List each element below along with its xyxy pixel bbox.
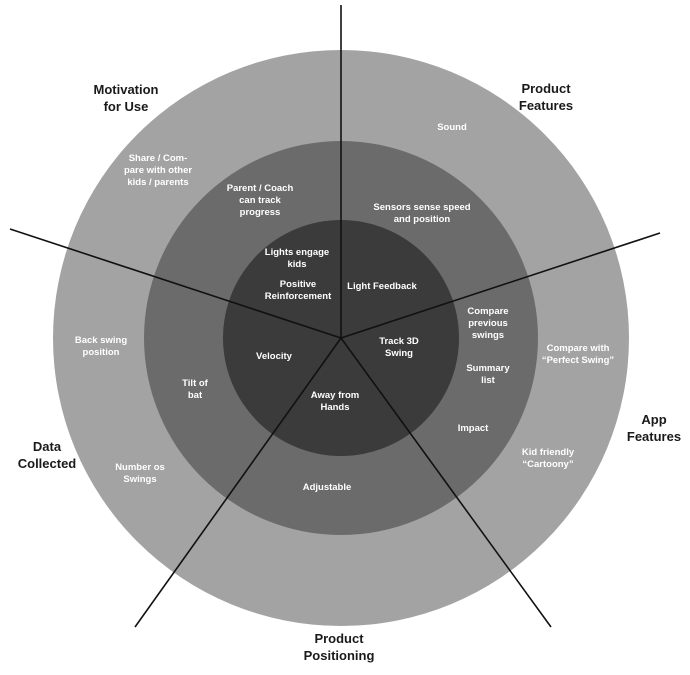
- item-line: Parent / Coach: [227, 183, 294, 194]
- item-line: Reinforcement: [265, 291, 332, 302]
- sector-label-line: Product: [521, 81, 571, 96]
- item-line: Number os: [115, 462, 165, 473]
- item-line: Compare with: [547, 343, 610, 354]
- item-impact: Impact: [458, 423, 489, 434]
- sector-label-line: App: [641, 412, 666, 427]
- sector-label-line: Product: [314, 631, 364, 646]
- sector-label-line: Features: [519, 98, 573, 113]
- sector-label-line: Motivation: [94, 82, 159, 97]
- item-velocity: Velocity: [256, 351, 293, 362]
- item-line: Swing: [385, 348, 413, 359]
- sector-label-motivation: Motivation for Use: [94, 82, 159, 114]
- item-line: Lights engage: [265, 247, 329, 258]
- divider-upper-right: [340, 232, 661, 339]
- item-adjustable: Adjustable: [303, 482, 352, 493]
- sector-dividers: [9, 5, 661, 628]
- item-line: bat: [188, 390, 203, 401]
- divider-lower-left: [134, 337, 342, 628]
- sector-label-line: for Use: [104, 99, 149, 114]
- item-line: kids: [287, 259, 306, 270]
- item-line: Tilt of: [182, 378, 209, 389]
- item-line: can track: [239, 195, 281, 206]
- sector-label-line: Features: [627, 429, 681, 444]
- item-line: Hands: [320, 402, 349, 413]
- sector-label-line: Collected: [18, 456, 77, 471]
- item-line: “Perfect Swing”: [542, 355, 615, 366]
- item-line: Adjustable: [303, 482, 352, 493]
- item-line: Velocity: [256, 351, 293, 362]
- item-line: position: [83, 347, 120, 358]
- sector-label-line: Positioning: [304, 648, 375, 663]
- divider-lower-right: [340, 337, 552, 628]
- item-line: progress: [240, 207, 281, 218]
- item-line: Track 3D: [379, 336, 419, 347]
- divider-upper-left: [9, 228, 342, 339]
- item-line: Share / Com-: [129, 153, 188, 164]
- item-compare-perfect: Compare with“Perfect Swing”: [542, 343, 615, 366]
- item-line: Sound: [437, 122, 467, 133]
- item-line: swings: [472, 330, 504, 341]
- item-line: Summary: [466, 363, 510, 374]
- item-line: list: [481, 375, 496, 386]
- item-line: Away from: [311, 390, 359, 401]
- item-line: Positive: [280, 279, 316, 290]
- item-line: pare with other: [124, 165, 192, 176]
- item-light-feedback: Light Feedback: [347, 281, 417, 292]
- item-line: and position: [394, 214, 451, 225]
- item-kid-friendly: Kid friendly“Cartoony”: [522, 447, 575, 470]
- item-line: “Cartoony”: [522, 459, 573, 470]
- item-line: Sensors sense speed: [373, 202, 470, 213]
- item-line: Impact: [458, 423, 489, 434]
- sector-label-line: Data: [33, 439, 62, 454]
- item-line: Swings: [123, 474, 156, 485]
- item-line: previous: [468, 318, 508, 329]
- item-line: kids / parents: [127, 177, 188, 188]
- item-line: Light Feedback: [347, 281, 417, 292]
- item-line: Kid friendly: [522, 447, 575, 458]
- item-line: Back swing: [75, 335, 127, 346]
- item-sound: Sound: [437, 122, 467, 133]
- item-line: Compare: [467, 306, 508, 317]
